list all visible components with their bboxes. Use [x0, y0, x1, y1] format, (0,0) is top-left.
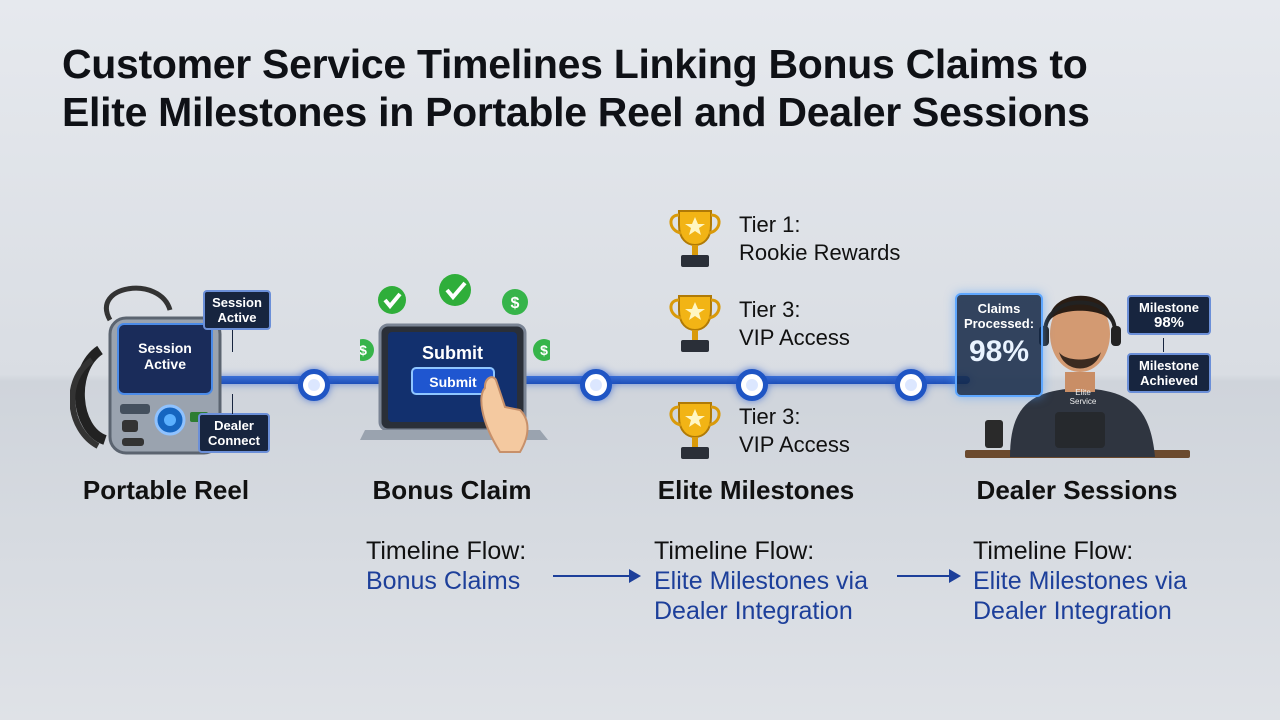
- flow-2-text: Elite Milestones via Dealer Integration: [654, 567, 868, 625]
- flow-arrow-1: [553, 569, 641, 583]
- laptop-screen-title: Submit: [422, 343, 483, 363]
- callout-session-active: Session Active: [203, 290, 271, 330]
- timeline-flow-2: Timeline Flow: Elite Milestones via Deal…: [654, 536, 894, 626]
- dollar-icon-3: [533, 339, 550, 361]
- milestone-label: Milestone: [1139, 300, 1199, 315]
- tier-3-label: Tier 3:: [739, 404, 801, 429]
- milestone-connector: [1163, 338, 1164, 352]
- callout-connector-top: [232, 330, 233, 352]
- milestone-callout: Milestone 98%: [1127, 295, 1211, 335]
- tier-item-2: Tier 3: VIP Access: [665, 290, 925, 354]
- stage-label-bonus-claim: Bonus Claim: [372, 475, 532, 505]
- title-line-1: Customer Service Timelines Linking Bonus…: [62, 41, 1088, 87]
- flow-2-title: Timeline Flow:: [654, 537, 815, 565]
- trophy-icon: [669, 210, 721, 267]
- timeline-node-2: [580, 369, 612, 401]
- dollar-icon-1: [502, 289, 528, 315]
- stage-label-portable-reel: Portable Reel: [82, 475, 250, 505]
- flow-arrow-2: [897, 569, 961, 583]
- page-title: Customer Service Timelines Linking Bonus…: [62, 40, 1212, 136]
- timeline-node-4: [895, 369, 927, 401]
- dealer-agent-icon: [965, 295, 1190, 458]
- device-screen-text: Session Active: [138, 340, 192, 372]
- svg-text:$: $: [360, 342, 367, 358]
- check-icon-2: [439, 274, 471, 306]
- svg-text:$: $: [540, 342, 548, 358]
- claims-processed-panel: Claims Processed: 98%: [955, 293, 1043, 397]
- dealer-shirt-text: Elite Service: [1069, 388, 1097, 406]
- milestone-achieved-callout: Milestone Achieved: [1127, 353, 1211, 393]
- tier-3-name: VIP Access: [739, 432, 850, 457]
- tier-item-1: Tier 1: Rookie Rewards: [665, 205, 925, 269]
- trophy-icon: [669, 402, 721, 459]
- stage-label-dealer-sessions: Dealer Sessions: [976, 475, 1178, 505]
- laptop-icon: $ $ $: [360, 274, 550, 453]
- svg-text:$: $: [511, 295, 520, 312]
- callout-dealer-connect: Dealer Connect: [198, 413, 270, 453]
- timeline-flow-3: Timeline Flow: Elite Milestones via Deal…: [973, 536, 1213, 626]
- tier-1-label: Tier 1:: [739, 212, 801, 237]
- claims-label: Claims Processed:: [963, 301, 1035, 331]
- flow-3-title: Timeline Flow:: [973, 537, 1134, 565]
- tier-item-3: Tier 3: VIP Access: [665, 397, 925, 461]
- stage-label-elite-milestones: Elite Milestones: [657, 475, 855, 505]
- tier-2-label: Tier 3:: [739, 297, 801, 322]
- flow-1-title: Timeline Flow:: [366, 537, 527, 565]
- trophy-icon: [669, 295, 721, 352]
- submit-button[interactable]: Submit: [429, 374, 477, 390]
- dollar-icon-2: [360, 339, 374, 361]
- check-icon-1: [378, 286, 406, 314]
- timeline-flow-1: Timeline Flow: Bonus Claims: [366, 536, 546, 596]
- title-line-2: Elite Milestones in Portable Reel and De…: [62, 89, 1090, 135]
- claims-value: 98%: [968, 335, 1030, 368]
- portable-reel-device-icon: [70, 285, 222, 455]
- flow-1-text: Bonus Claims: [366, 567, 521, 595]
- tier-2-name: VIP Access: [739, 325, 850, 350]
- tier-1-name: Rookie Rewards: [739, 240, 901, 265]
- milestone-value: 98%: [1153, 314, 1185, 331]
- timeline-node-3: [736, 369, 768, 401]
- callout-connector-bottom: [232, 394, 233, 414]
- flow-3-text: Elite Milestones via Dealer Integration: [973, 567, 1187, 625]
- timeline-node-1: [298, 369, 330, 401]
